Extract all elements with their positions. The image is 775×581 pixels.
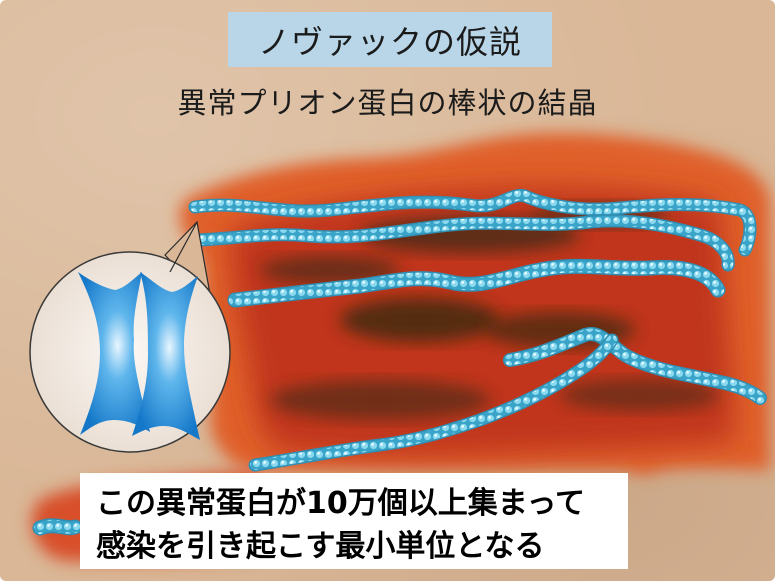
caption-line-1: この異常蛋白が10万個以上集まって — [96, 482, 628, 525]
page-title: ノヴァックの仮説 — [258, 17, 522, 63]
caption-line-2: 感染を引き起こす最小単位となる — [96, 525, 628, 568]
fibril-6 — [40, 526, 75, 528]
title-box: ノヴァックの仮説 — [228, 12, 552, 67]
zoom-callout — [30, 222, 230, 452]
caption-box: この異常蛋白が10万個以上集まって 感染を引き起こす最小単位となる — [80, 473, 628, 569]
subtitle: 異常プリオン蛋白の棒状の結晶 — [0, 80, 775, 122]
